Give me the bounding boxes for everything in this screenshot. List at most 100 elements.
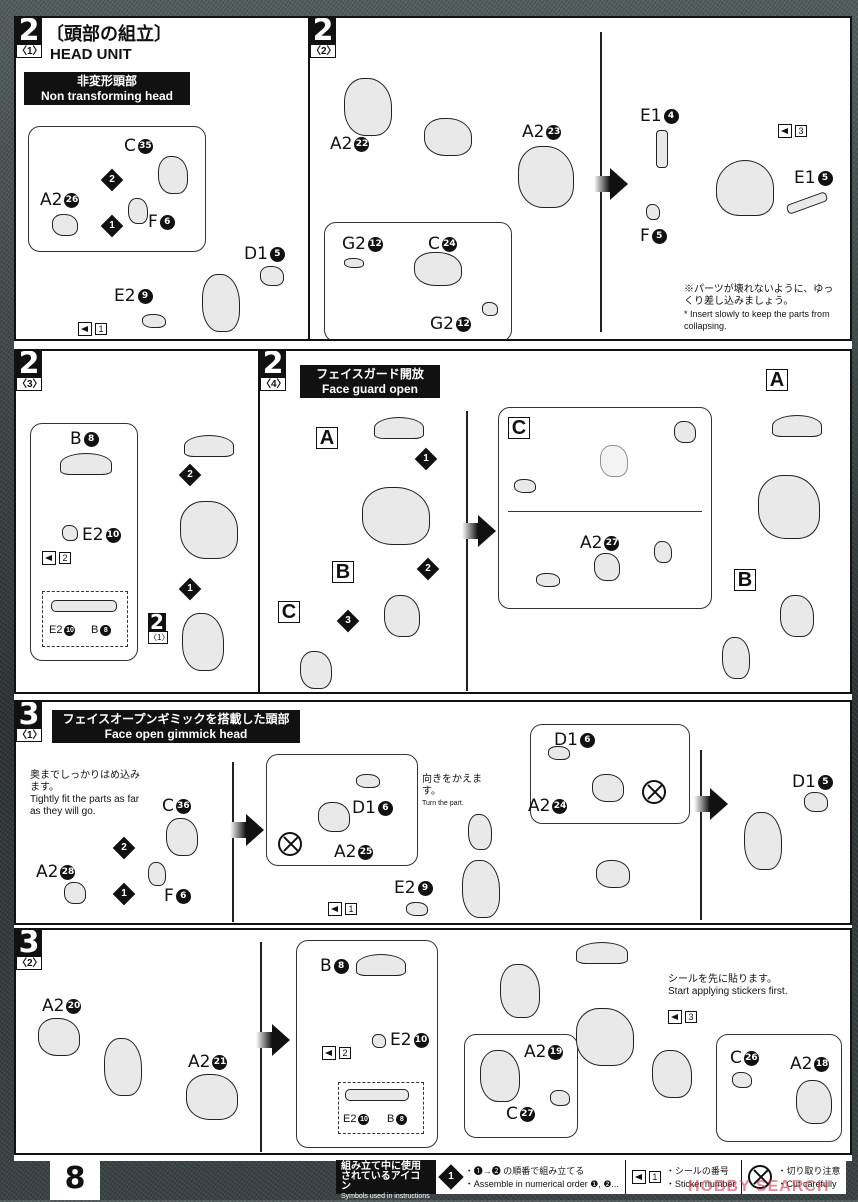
- order-marker-1: 1: [100, 214, 124, 238]
- order-marker-1: 1: [112, 882, 136, 906]
- sticker-number-icon: 1: [631, 1170, 661, 1184]
- order-marker-2: 2: [416, 557, 440, 581]
- assembled-head-core: [202, 274, 240, 332]
- detail-letter-c: C: [508, 417, 530, 439]
- step-2-1-panel: 2 〈1〉 〔頭部の組立〕 HEAD UNIT 非変形頭部 Non transf…: [14, 16, 310, 341]
- part-d1-5: [804, 792, 828, 812]
- sticker-icon: [328, 902, 342, 916]
- part-a2-28: [64, 882, 86, 904]
- part-b: [384, 595, 420, 637]
- next-arrow: [694, 788, 728, 820]
- part-a2-19: [480, 1050, 520, 1102]
- part-f6: [128, 198, 148, 224]
- letter-a-right: A: [766, 369, 788, 391]
- sticker-ref: 3: [778, 124, 807, 138]
- part-c35: [158, 156, 188, 194]
- legend-sticker-en: ・Sticker number: [665, 1179, 736, 1189]
- letter-a: A: [316, 427, 338, 449]
- cut-caution-icon: [748, 1165, 773, 1189]
- section-title-box: フェイスガード開放 Face guard open: [300, 365, 440, 398]
- assembled-head: [362, 487, 430, 545]
- part-c-right: [722, 637, 750, 679]
- part-b-top: [184, 435, 234, 457]
- part-a2-20: [38, 1018, 80, 1056]
- part-c-back: [674, 421, 696, 443]
- legend-sticker-jp: ・シールの番号: [665, 1166, 729, 1176]
- detail-bubble-right: [716, 1034, 842, 1142]
- part-c27: [550, 1090, 570, 1106]
- assembled-head: [716, 160, 774, 216]
- part-head-core: [424, 118, 472, 156]
- part-b8: [356, 954, 406, 976]
- next-arrow: [230, 814, 264, 846]
- part-d1-6b: [548, 746, 570, 760]
- divider: [466, 411, 468, 691]
- ref-step-number: 2: [148, 612, 166, 632]
- step-number: 2: [16, 351, 42, 379]
- order-marker-1: 1: [178, 577, 202, 601]
- legend-sticker: 1 ・シールの番号 ・Sticker number: [624, 1160, 742, 1194]
- sticker-ref: 2: [322, 1046, 351, 1060]
- part-e2-10: [372, 1034, 386, 1048]
- part-c26: [732, 1072, 752, 1088]
- legend-order-en: ・Assemble in numerical order ❶, ❷...: [464, 1179, 619, 1189]
- subtitle-en: Non transforming head: [40, 89, 173, 103]
- part-e2-9: [406, 902, 428, 916]
- sticker-ref: 1: [328, 902, 357, 916]
- step-2-4-panel: 2 〈4〉 フェイスガード開放 Face guard open A 1 B 2 …: [258, 349, 852, 694]
- substep-number: 〈2〉: [310, 44, 337, 58]
- assembled-head: [576, 1008, 634, 1066]
- section-title-jp: フェイスガード開放: [316, 367, 424, 381]
- part-c24: [414, 252, 462, 286]
- assembled-head: [180, 501, 238, 559]
- part-e1-5: [785, 191, 829, 215]
- sticker-ref: 1: [78, 322, 107, 336]
- assembled-head-core: [744, 812, 782, 870]
- part-head-core: [182, 613, 224, 671]
- section-title-en: HEAD UNIT: [50, 46, 132, 63]
- legend-header-en: Symbols used in instructions: [341, 1193, 430, 1200]
- step-number: 2: [260, 351, 286, 379]
- assembled-head-right: [758, 475, 820, 539]
- part-c36: [166, 818, 198, 856]
- step-number: 3: [16, 702, 42, 730]
- step-number: 2: [310, 18, 336, 46]
- part-head-core: [104, 1038, 142, 1096]
- legend-order: 1 ・❶→❷ の順番で組み立てる ・Assemble in numerical …: [434, 1160, 625, 1194]
- legend-order-jp: ・❶→❷ の順番で組み立てる: [464, 1166, 585, 1176]
- part-c-exploded: [600, 445, 628, 477]
- sticker-note-en: Start applying stickers first.: [668, 986, 788, 997]
- fit-note-jp: 奥までしっかりはめ込みます。: [30, 770, 140, 793]
- divider: [232, 762, 234, 922]
- turn-note: 向きをかえます。 Turn the part.: [422, 774, 482, 810]
- next-arrow: [462, 515, 496, 547]
- step-number: 3: [16, 930, 42, 958]
- part-b-right: [780, 595, 814, 637]
- part-e2-9: [142, 314, 166, 328]
- part-a2-24: [592, 774, 624, 802]
- order-marker-2: 2: [100, 168, 124, 192]
- part-f6: [148, 862, 166, 886]
- part-b-top: [576, 942, 628, 964]
